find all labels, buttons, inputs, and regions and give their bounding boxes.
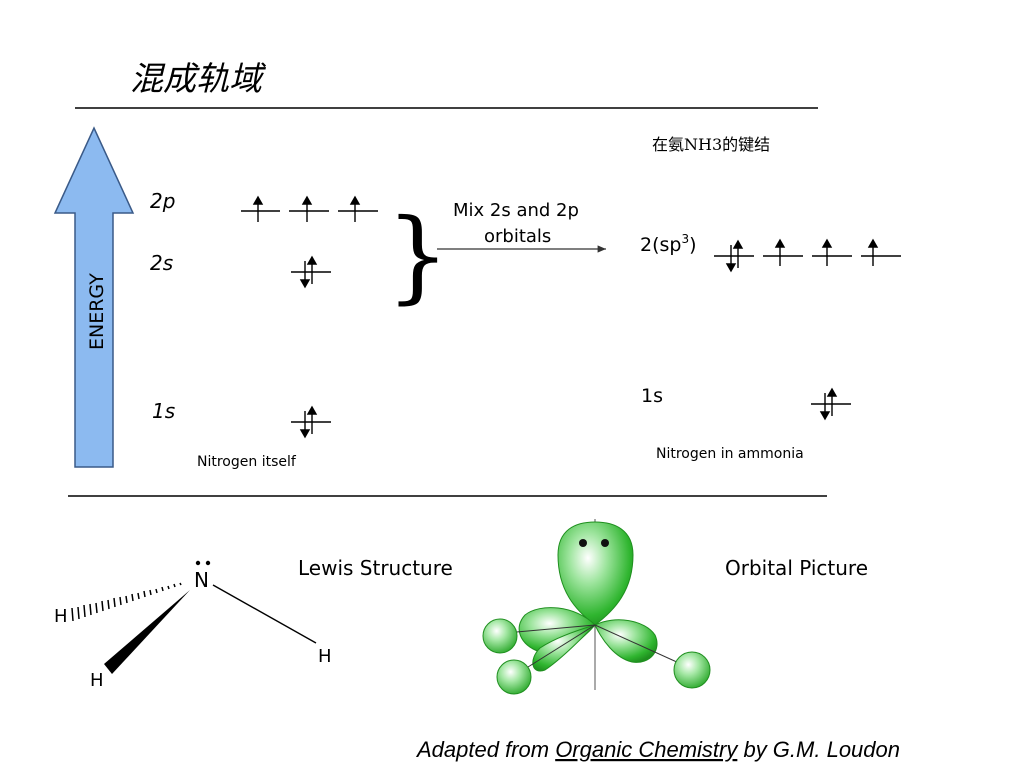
level-label-1s-right: 1s bbox=[641, 385, 663, 407]
orbital-2s-left bbox=[291, 255, 331, 289]
orbital-1s-right bbox=[811, 387, 851, 421]
plain-bond bbox=[212, 584, 317, 644]
lewis-label: Lewis Structure bbox=[298, 556, 453, 580]
lone-pair-dot-1 bbox=[195, 560, 201, 566]
left-caption: Nitrogen itself bbox=[197, 454, 297, 470]
orbital-2p-left bbox=[241, 195, 378, 222]
bond-lobe-right bbox=[594, 619, 658, 663]
energy-arrow bbox=[53, 126, 135, 468]
level-label-sp3: 2(sp3) bbox=[640, 232, 697, 256]
mix-label-line1: Mix 2s and 2p bbox=[453, 200, 579, 221]
credit-line: Adapted from Organic Chemistry by G.M. L… bbox=[415, 737, 900, 762]
orbital-1s-left bbox=[291, 405, 331, 439]
credit-book-title: Organic Chemistry bbox=[555, 737, 739, 762]
mix-brace: } bbox=[386, 197, 450, 314]
atom-h-bottom: H bbox=[90, 670, 104, 691]
lone-pair-dot-2 bbox=[205, 560, 211, 566]
lone-pair-electron-2 bbox=[601, 539, 609, 547]
slide-title: 混成轨域 bbox=[130, 59, 267, 98]
mix-label-line2: orbitals bbox=[484, 226, 551, 247]
hydrogen-orbital-right bbox=[673, 651, 711, 689]
lewis-structure: N H H H bbox=[54, 560, 332, 691]
atom-n: N bbox=[194, 568, 209, 592]
level-label-2s: 2s bbox=[150, 251, 173, 275]
hydrogen-orbital-left bbox=[482, 618, 518, 654]
slide-subtitle: 在氨NH3的键结 bbox=[652, 135, 770, 154]
lone-pair-lobe bbox=[557, 521, 634, 626]
bond-axis-right bbox=[594, 624, 691, 669]
level-label-2p: 2p bbox=[150, 189, 175, 213]
lone-pair-electron-1 bbox=[579, 539, 587, 547]
level-label-1s: 1s bbox=[152, 399, 175, 423]
wedge-bond bbox=[104, 590, 190, 674]
energy-axis-label: ENERGY bbox=[86, 273, 108, 350]
bond-axis-left bbox=[504, 624, 596, 634]
bond-axis-front bbox=[519, 624, 596, 673]
orbital-sp3-right bbox=[714, 238, 901, 273]
orbital-label: Orbital Picture bbox=[725, 556, 868, 580]
hashed-bond bbox=[71, 582, 182, 622]
atom-h-left: H bbox=[54, 606, 68, 627]
bond-lobe-front bbox=[532, 624, 596, 672]
right-caption: Nitrogen in ammonia bbox=[656, 446, 804, 462]
atom-h-right: H bbox=[318, 646, 332, 667]
orbital-picture bbox=[482, 519, 711, 695]
hydrogen-orbital-front bbox=[496, 659, 532, 695]
